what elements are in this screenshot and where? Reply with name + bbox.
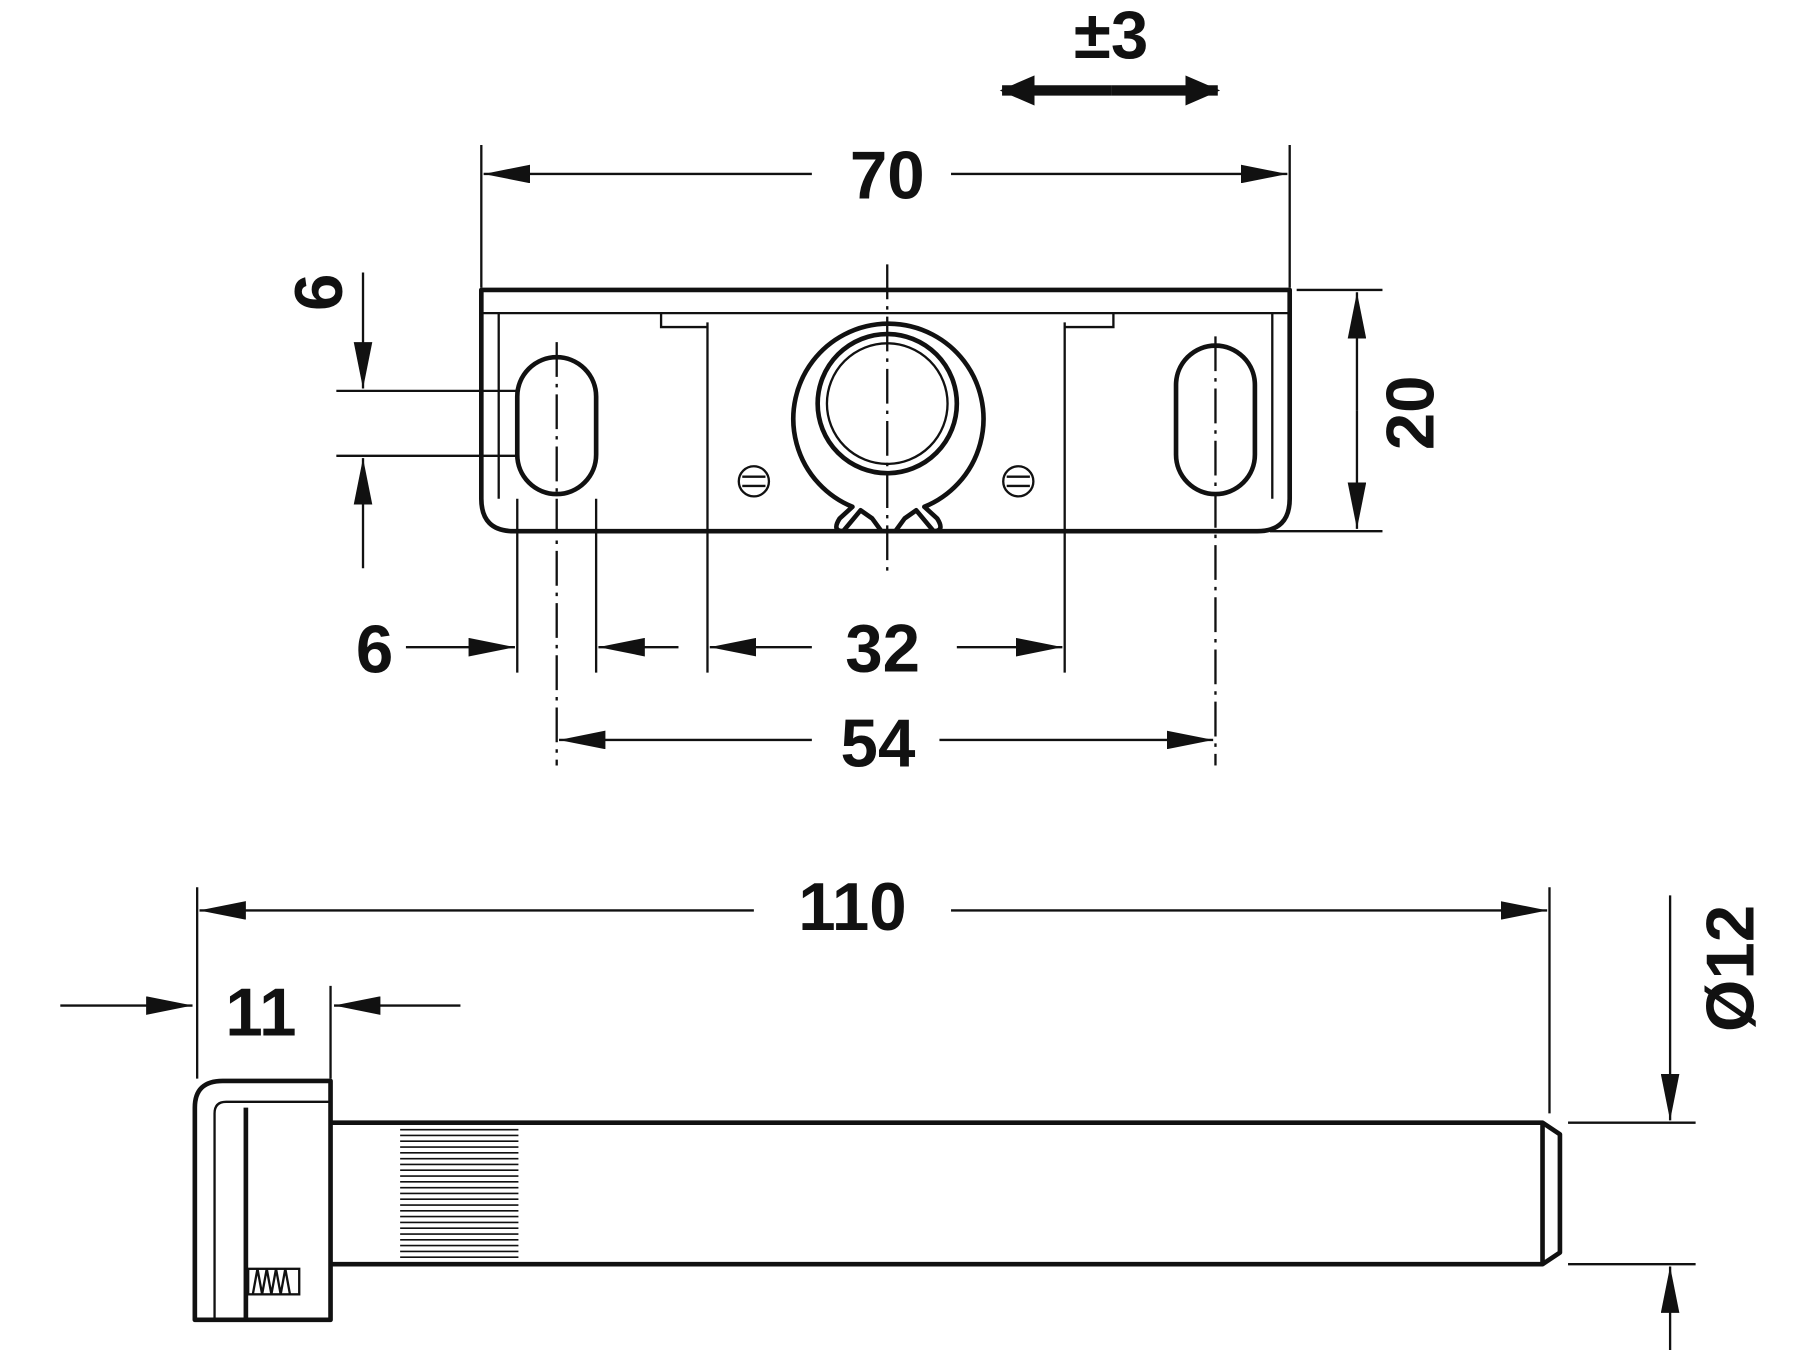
dimension-label: 20 [1374, 375, 1449, 450]
dimension-11: 11 [60, 976, 461, 1079]
knurl [400, 1128, 519, 1259]
dimension-label: 32 [845, 612, 920, 687]
dimension-label: 110 [798, 870, 907, 945]
dimension-54: 54 [559, 707, 1214, 782]
dimension-label: 6 [356, 613, 393, 688]
dimension-110: 110 [196, 870, 1551, 1114]
screw-icon [737, 465, 771, 498]
adjuster-boss [790, 321, 986, 534]
dimension-label: Ø12 [1694, 905, 1769, 1032]
dimension-diameter: Ø12 [1568, 895, 1769, 1350]
bolt-side-view [192, 1078, 1563, 1323]
bracket-top-view [478, 264, 1293, 766]
dimension-slot-height: 6 [282, 272, 517, 569]
dimension-label: ±3 [1074, 0, 1148, 73]
screw-icon [1002, 465, 1035, 498]
dimension-32: 32 [706, 533, 1066, 687]
dimension-20: 20 [1269, 288, 1449, 533]
spring-icon [247, 1267, 301, 1296]
dimension-label: 11 [225, 976, 296, 1051]
dimension-label: 54 [841, 707, 916, 782]
dimension-70: 70 [480, 138, 1291, 288]
dimension-label: 70 [850, 138, 925, 213]
adjustment-arrow: ±3 [999, 0, 1221, 106]
dimension-label: 6 [282, 274, 357, 311]
dimension-slot-width: 6 [356, 498, 679, 688]
